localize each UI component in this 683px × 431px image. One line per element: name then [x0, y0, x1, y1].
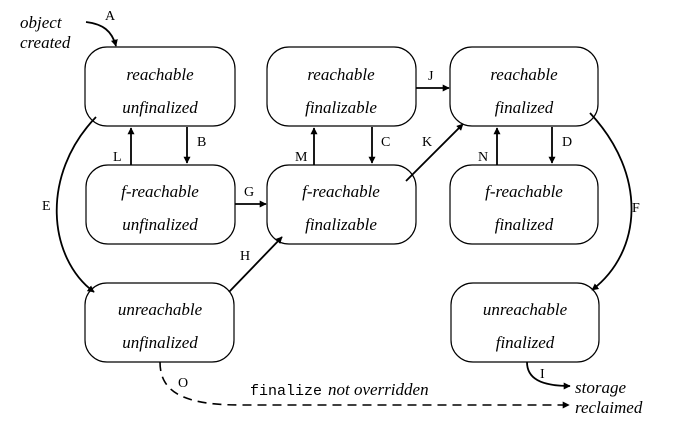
edge-label-c: C: [381, 135, 390, 150]
node-unreachable-finalized: unreachable finalized: [450, 282, 600, 363]
node-line1: reachable: [126, 65, 194, 84]
node-line2: unfinalized: [122, 333, 198, 352]
node-line1: f-reachable: [485, 182, 563, 201]
node-line2: unfinalized: [122, 98, 198, 117]
node-line1: reachable: [490, 65, 558, 84]
edge-a-arrow: [85, 21, 118, 47]
edge-label-e: E: [42, 199, 51, 214]
node-reachable-unfinalized: reachable unfinalized: [84, 46, 236, 127]
node-line2: finalizable: [305, 215, 377, 234]
edge-label-b: B: [197, 135, 206, 150]
node-line2: finalized: [495, 215, 554, 234]
edge-i-arrow: [526, 361, 571, 390]
node-line2: finalized: [496, 333, 555, 352]
node-f-reachable-finalizable: f-reachable finalizable: [266, 164, 417, 245]
edge-o-arrow: [159, 361, 570, 409]
node-line1: unreachable: [483, 300, 568, 319]
node-line1: f-reachable: [121, 182, 199, 201]
start-label-line1: object: [20, 13, 63, 32]
end-label-line1: storage: [575, 378, 626, 397]
node-reachable-finalized: reachable finalized: [449, 46, 599, 127]
edge-label-o: O: [178, 376, 188, 391]
edge-label-d: D: [562, 135, 572, 150]
node-line2: finalizable: [305, 98, 377, 117]
node-reachable-finalizable: reachable finalizable: [266, 46, 417, 127]
edge-f-arrow: [589, 112, 633, 291]
edge-label-f: F: [632, 201, 640, 216]
node-line2: finalized: [495, 98, 554, 117]
node-line1: reachable: [307, 65, 375, 84]
node-unreachable-unfinalized: unreachable unfinalized: [84, 282, 235, 363]
node-f-reachable-unfinalized: f-reachable unfinalized: [85, 164, 236, 245]
edge-label-m: M: [295, 150, 308, 165]
node-line2: unfinalized: [122, 215, 198, 234]
edge-label-h: H: [240, 249, 250, 264]
edge-label-g: G: [244, 185, 254, 200]
edge-h-arrow: [228, 236, 283, 293]
edge-label-i: I: [540, 367, 545, 382]
node-line1: f-reachable: [302, 182, 380, 201]
edge-label-l: L: [113, 150, 122, 165]
edge-o-note: finalize not overridden: [250, 380, 429, 400]
end-label-line2: reclaimed: [575, 398, 643, 417]
edge-label-j: J: [428, 69, 434, 84]
edge-label-k: K: [422, 135, 432, 150]
edge-k-arrow: [405, 123, 464, 182]
edge-e-arrow: [55, 116, 97, 293]
node-line1: unreachable: [118, 300, 203, 319]
edge-o-note-text: not overridden: [328, 380, 429, 399]
edge-o-note-code: finalize: [250, 383, 322, 400]
edge-label-n: N: [478, 150, 488, 165]
node-f-reachable-finalized: f-reachable finalized: [449, 164, 599, 245]
start-label-line2: created: [20, 33, 71, 52]
edge-label-a: A: [105, 9, 116, 24]
